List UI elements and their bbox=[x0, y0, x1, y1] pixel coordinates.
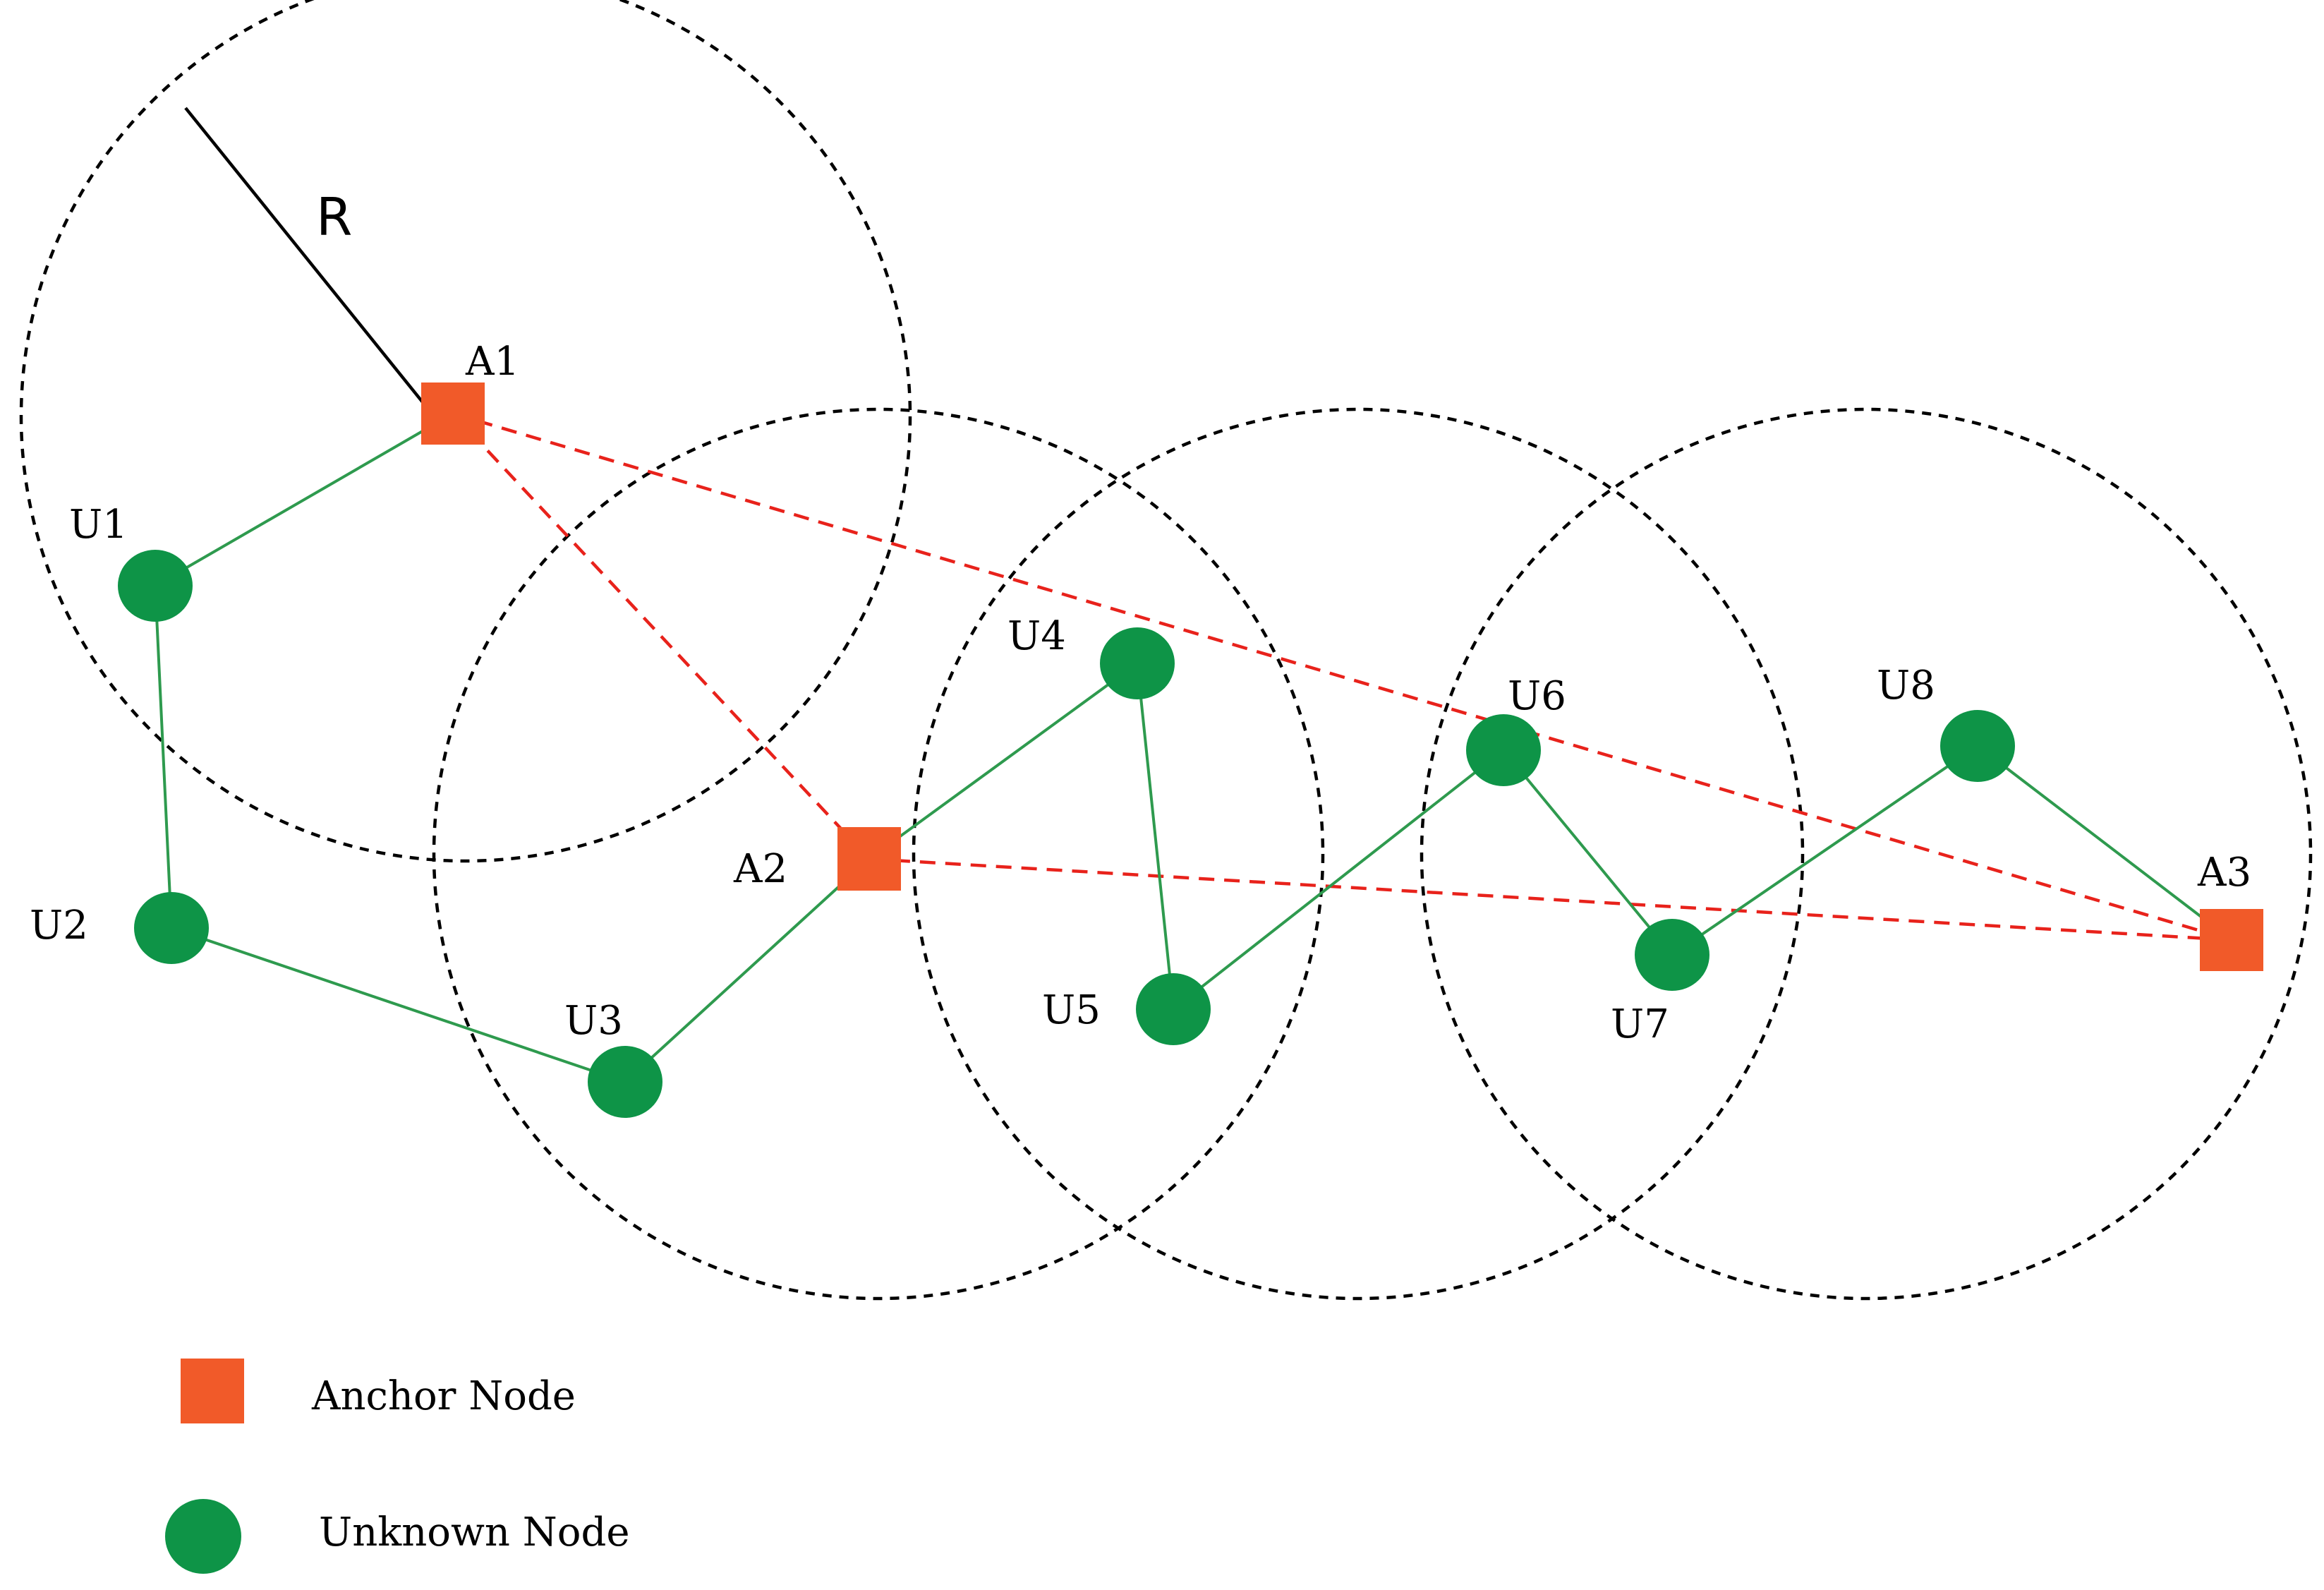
legend-anchor-swatch bbox=[181, 1359, 244, 1423]
unknown-node-u3 bbox=[588, 1046, 662, 1118]
radius-line bbox=[184, 107, 433, 415]
unknown-node-u2 bbox=[134, 892, 209, 964]
legend-unknown-swatch bbox=[165, 1499, 241, 1574]
label-u7: U7 bbox=[1611, 1001, 1669, 1047]
label-a2: A2 bbox=[733, 846, 787, 892]
node-labels: A1 A2 A3 U1 U2 U3 U4 U5 U6 U7 U8 bbox=[30, 339, 2251, 1047]
hop-link-u8-a3 bbox=[1976, 745, 2233, 941]
label-u8: U8 bbox=[1877, 663, 1935, 709]
range-circles bbox=[19, 0, 2313, 1301]
hop-link-u2-u3 bbox=[171, 927, 626, 1083]
anchor-node-a2 bbox=[837, 827, 901, 891]
label-u2: U2 bbox=[30, 903, 88, 948]
range-circle-u5 bbox=[912, 407, 1805, 1301]
hop-link-u3-a2 bbox=[624, 857, 871, 1083]
hop-link-u1-u2 bbox=[154, 585, 173, 929]
range-circle-a3 bbox=[1420, 407, 2313, 1301]
range-circle-a2 bbox=[432, 407, 1325, 1301]
anchor-link-a2-a3 bbox=[869, 857, 2232, 942]
hop-link-a1-u1 bbox=[154, 412, 454, 587]
unknown-node-u4 bbox=[1100, 627, 1175, 699]
unknown-node-u8 bbox=[1940, 710, 2015, 782]
hop-link-u5-u6 bbox=[1172, 749, 1505, 1011]
label-u4: U4 bbox=[1007, 613, 1066, 659]
label-u1: U1 bbox=[69, 502, 128, 548]
legend-unknown-label: Unknown Node bbox=[319, 1510, 629, 1555]
unknown-node-u7 bbox=[1635, 919, 1709, 991]
anchor-link-a1-a2 bbox=[452, 412, 871, 860]
unknown-nodes bbox=[118, 550, 2015, 1118]
hop-link-u6-u7 bbox=[1502, 749, 1674, 956]
label-u3: U3 bbox=[564, 998, 623, 1044]
unknown-node-u5 bbox=[1136, 973, 1211, 1045]
unknown-node-u1 bbox=[118, 550, 193, 622]
label-u6: U6 bbox=[1508, 673, 1566, 719]
legend-anchor-label: Anchor Node bbox=[311, 1373, 576, 1419]
radius-label: R bbox=[316, 187, 352, 248]
hop-links bbox=[154, 412, 2233, 1083]
hop-link-a2-u4 bbox=[868, 662, 1139, 860]
hop-link-u4-u5 bbox=[1136, 663, 1175, 1010]
unknown-node-u6 bbox=[1466, 714, 1541, 786]
hop-link-u7-u8 bbox=[1671, 745, 1979, 956]
anchor-nodes bbox=[421, 383, 2263, 971]
range-circle-a1 bbox=[19, 0, 912, 863]
label-a3: A3 bbox=[2197, 850, 2251, 896]
anchor-links bbox=[452, 411, 2232, 942]
anchor-node-a3 bbox=[2200, 909, 2263, 971]
anchor-node-a1 bbox=[421, 383, 485, 445]
label-u5: U5 bbox=[1042, 987, 1101, 1033]
label-a1: A1 bbox=[465, 339, 519, 385]
legend: Anchor Node Unknown Node bbox=[165, 1359, 629, 1574]
anchor-link-a1-a3 bbox=[452, 411, 2232, 942]
